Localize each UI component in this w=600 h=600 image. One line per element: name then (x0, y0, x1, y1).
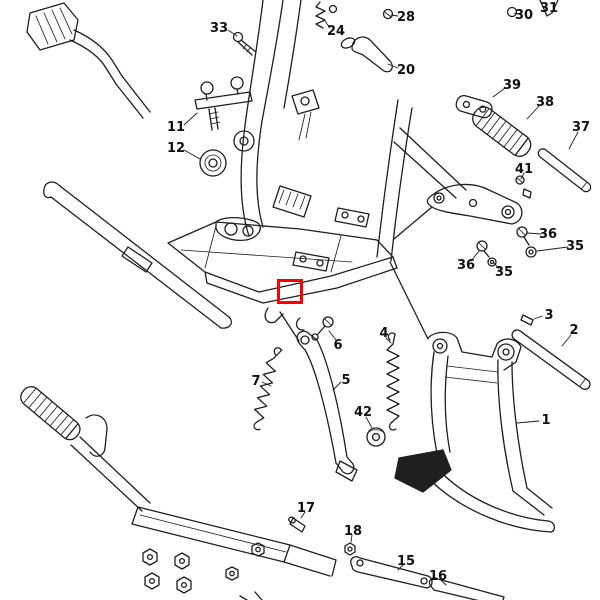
part-number-callout: 38 (536, 95, 554, 110)
part-6-bolt (311, 316, 334, 341)
left-guard-tube (43, 181, 232, 329)
part-number-callout: 41 (515, 162, 533, 177)
part-5-side-stand (296, 330, 358, 482)
footrest-bar-assembly (20, 386, 337, 600)
part-1-center-stand (394, 331, 556, 533)
part-number-callout: 5 (341, 373, 350, 388)
part-number-callout: 2 (569, 323, 578, 338)
part-number-callout: 15 (397, 554, 415, 569)
part-number-callout: 18 (344, 524, 362, 539)
part-38-footrest-rubber (472, 106, 532, 157)
callout-layer: 33 24 28 20 30 31 39 38 37 11 12 41 36 35 36 35 3 2 6 4 5 7 42… (167, 1, 590, 584)
part-16-rod (428, 577, 505, 600)
brake-pedal-part (26, 2, 151, 119)
part-33-bolt (232, 31, 257, 56)
part-number-callout: 12 (167, 141, 185, 156)
part-3-pin (520, 314, 534, 326)
part-39-plate (455, 95, 493, 119)
part-42-rubber (366, 427, 386, 447)
footrest-bracket (393, 183, 523, 240)
part-11-assembly (194, 76, 253, 131)
part-7-spring (253, 347, 283, 431)
part-number-callout: 36 (539, 227, 557, 242)
part-number-callout: 17 (297, 501, 315, 516)
part-12-assembly (199, 130, 255, 177)
part-number-callout: 37 (572, 120, 590, 135)
part-number-callout: 6 (333, 338, 342, 353)
part-18-nut (344, 542, 356, 556)
part-number-callout: 35 (566, 239, 584, 254)
part-number-callout: 30 (515, 8, 533, 23)
part-number-callout: 31 (540, 1, 558, 16)
part-number-callout: 24 (327, 24, 345, 39)
part-number-callout: 16 (429, 569, 447, 584)
part-number-callout: 28 (397, 10, 415, 25)
part-number-callout: 33 (210, 21, 228, 36)
leader-lines (183, 12, 579, 586)
part-number-callout: 1 (541, 413, 550, 428)
part-2-rod (511, 329, 591, 391)
part-number-callout: 35 (495, 265, 513, 280)
part-number-callout: 20 (397, 63, 415, 78)
part-28-bolt (382, 8, 394, 20)
part-17-pin (288, 516, 306, 533)
part-number-callout: 39 (503, 78, 521, 93)
crossbar-nuts (142, 542, 265, 594)
part-37-rod (537, 148, 592, 193)
frame (167, 0, 467, 342)
part-number-callout: 3 (544, 308, 553, 323)
fasteners-36-35 (476, 226, 537, 267)
part-number-callout: 36 (457, 258, 475, 273)
part-41-fasteners (515, 175, 532, 199)
part-24-spring (315, 1, 338, 29)
parts-30-31 (506, 0, 559, 18)
part-20-lever (340, 36, 393, 73)
part-number-callout: 11 (167, 120, 185, 135)
part-number-callout: 7 (251, 374, 260, 389)
part-15-bracket (350, 556, 433, 589)
part-number-callout: 42 (354, 405, 372, 420)
part-4-spring (386, 332, 400, 431)
part-number-callout: 4 (379, 326, 388, 341)
